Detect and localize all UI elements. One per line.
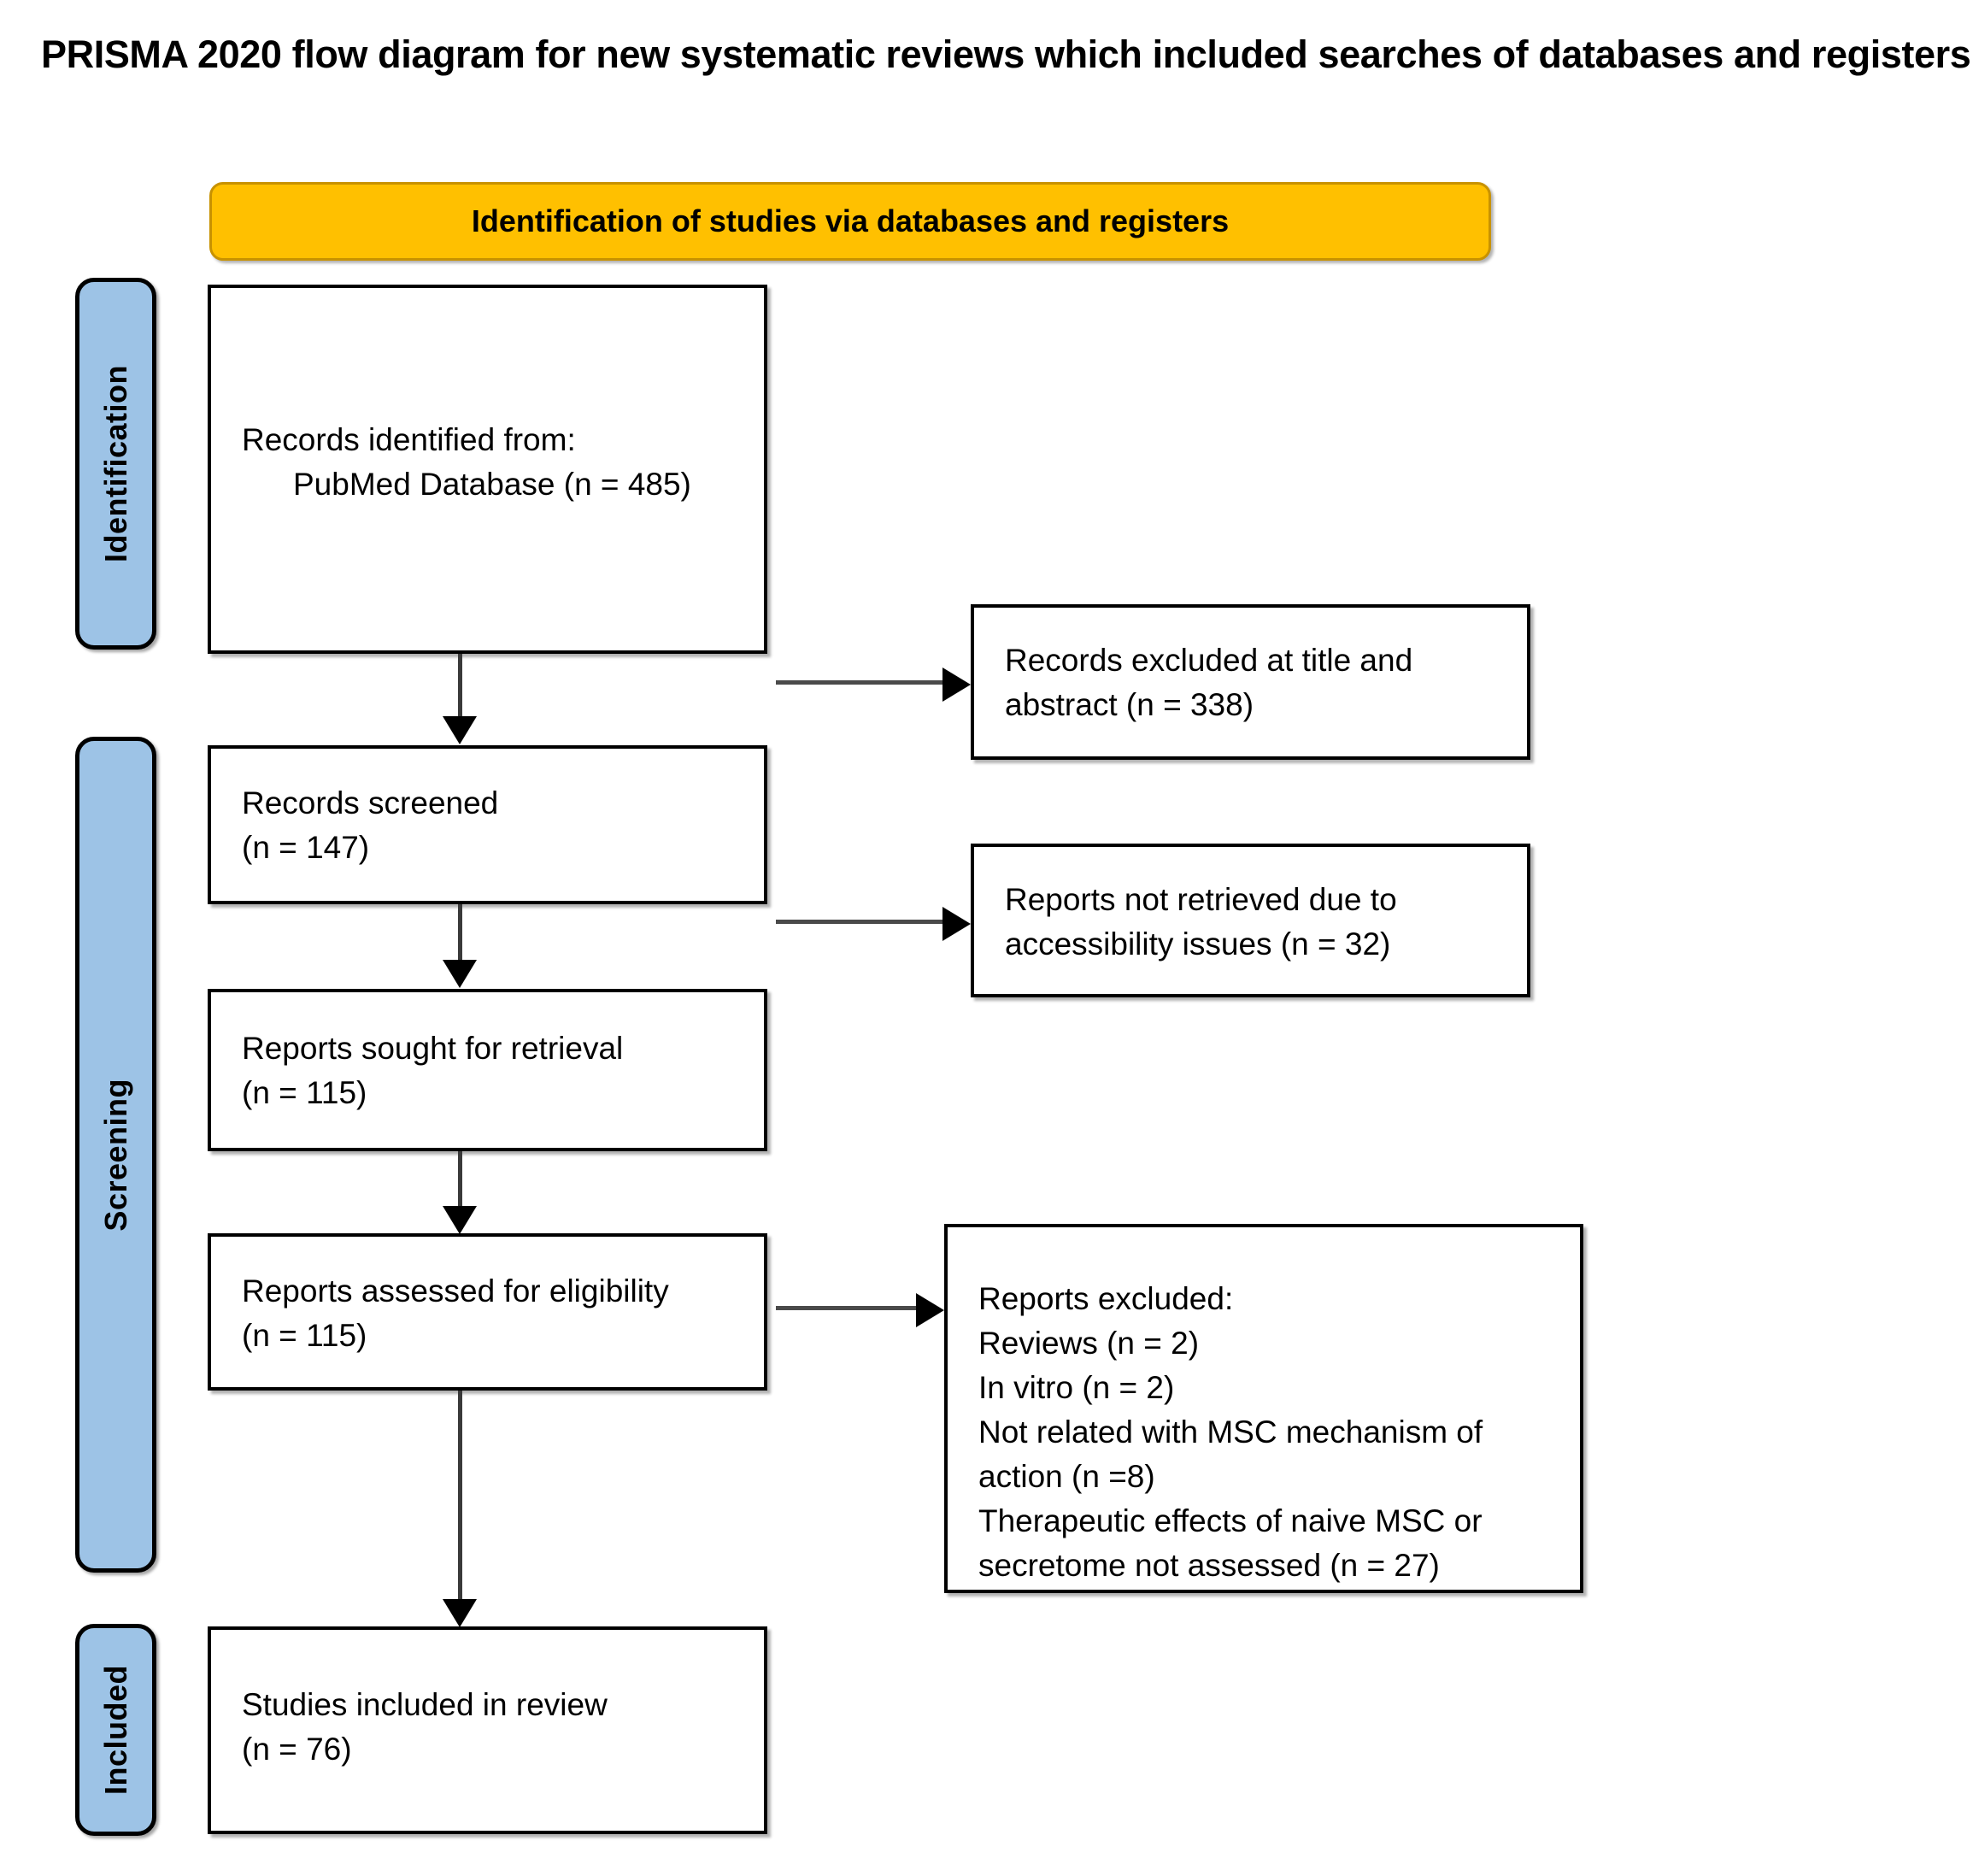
- not-retrieved-line2: accessibility issues (n = 32): [1005, 926, 1391, 962]
- studies-included-line2: (n = 76): [242, 1732, 352, 1767]
- arrowhead-screened-to-sought: [443, 960, 477, 988]
- reports-excluded-line6: Therapeutic effects of naive MSC or: [978, 1503, 1483, 1538]
- stage-label-included: Included: [97, 1664, 133, 1795]
- reports-assessed-line2: (n = 115): [242, 1318, 367, 1353]
- box-reports-assessed-text: Reports assessed for eligibility (n = 11…: [242, 1269, 747, 1358]
- arrowhead-screened-to-not-retrieved: [942, 907, 971, 941]
- box-reports-sought-text: Reports sought for retrieval (n = 115): [242, 1026, 747, 1115]
- box-reports-excluded: Reports excluded: Reviews (n = 2) In vit…: [944, 1224, 1583, 1593]
- connector-assessed-to-reports-excluded: [776, 1306, 937, 1310]
- box-records-excluded-text: Records excluded at title and abstract (…: [1005, 638, 1510, 727]
- connector-sought-to-assessed: [458, 1151, 462, 1209]
- not-retrieved-line1: Reports not retrieved due to: [1005, 882, 1397, 917]
- box-reports-not-retrieved-text: Reports not retrieved due to accessibili…: [1005, 878, 1510, 967]
- stage-label-identification: Identification: [97, 365, 133, 562]
- arrowhead-identified-to-screened: [443, 716, 477, 744]
- reports-excluded-line2: Reviews (n = 2): [978, 1326, 1200, 1361]
- records-screened-line1: Records screened: [242, 785, 499, 820]
- arrowhead-sought-to-assessed: [443, 1206, 477, 1234]
- reports-excluded-line1: Reports excluded:: [978, 1281, 1234, 1316]
- box-studies-included: Studies included in review (n = 76): [208, 1626, 767, 1834]
- reports-excluded-line7: secretome not assessed (n = 27): [978, 1548, 1440, 1583]
- box-studies-included-text: Studies included in review (n = 76): [242, 1683, 747, 1772]
- box-records-identified-text: Records identified from: PubMed Database…: [242, 418, 747, 507]
- records-excluded-line2: abstract (n = 338): [1005, 687, 1254, 722]
- box-records-screened: Records screened (n = 147): [208, 745, 767, 904]
- stage-bar-identification: Identification: [75, 278, 156, 650]
- box-reports-sought: Reports sought for retrieval (n = 115): [208, 989, 767, 1151]
- records-identified-line2: PubMed Database (n = 485): [293, 467, 691, 502]
- connector-assessed-to-included: [458, 1391, 462, 1603]
- identification-banner-label: Identification of studies via databases …: [471, 203, 1230, 238]
- box-records-screened-text: Records screened (n = 147): [242, 781, 747, 870]
- studies-included-line1: Studies included in review: [242, 1687, 608, 1722]
- stage-label-screening: Screening: [97, 1078, 133, 1232]
- box-reports-excluded-text: Reports excluded: Reviews (n = 2) In vit…: [978, 1277, 1563, 1588]
- records-excluded-line1: Records excluded at title and: [1005, 643, 1413, 678]
- arrowhead-identified-to-excluded: [942, 667, 971, 702]
- box-records-identified: Records identified from: PubMed Database…: [208, 285, 767, 654]
- page-title: PRISMA 2020 flow diagram for new systema…: [41, 32, 1973, 76]
- reports-sought-line2: (n = 115): [242, 1075, 367, 1110]
- arrowhead-assessed-to-included: [443, 1599, 477, 1627]
- connector-screened-to-not-retrieved: [776, 920, 962, 924]
- records-identified-line1: Records identified from:: [242, 422, 576, 457]
- connector-identified-to-excluded: [776, 680, 962, 685]
- box-reports-assessed: Reports assessed for eligibility (n = 11…: [208, 1233, 767, 1391]
- identification-banner: Identification of studies via databases …: [209, 182, 1491, 261]
- reports-sought-line1: Reports sought for retrieval: [242, 1031, 624, 1066]
- reports-excluded-line3: In vitro (n = 2): [978, 1370, 1175, 1405]
- stage-bar-screening: Screening: [75, 737, 156, 1573]
- reports-excluded-line4: Not related with MSC mechanism of: [978, 1414, 1483, 1450]
- connector-identified-to-screened: [458, 654, 462, 722]
- reports-excluded-line5: action (n =8): [978, 1459, 1155, 1494]
- box-reports-not-retrieved: Reports not retrieved due to accessibili…: [971, 844, 1530, 997]
- box-records-excluded-title-abstract: Records excluded at title and abstract (…: [971, 604, 1530, 760]
- records-screened-line2: (n = 147): [242, 830, 370, 865]
- connector-screened-to-sought: [458, 904, 462, 966]
- arrowhead-assessed-to-reports-excluded: [916, 1293, 944, 1327]
- stage-bar-included: Included: [75, 1624, 156, 1836]
- reports-assessed-line1: Reports assessed for eligibility: [242, 1273, 669, 1308]
